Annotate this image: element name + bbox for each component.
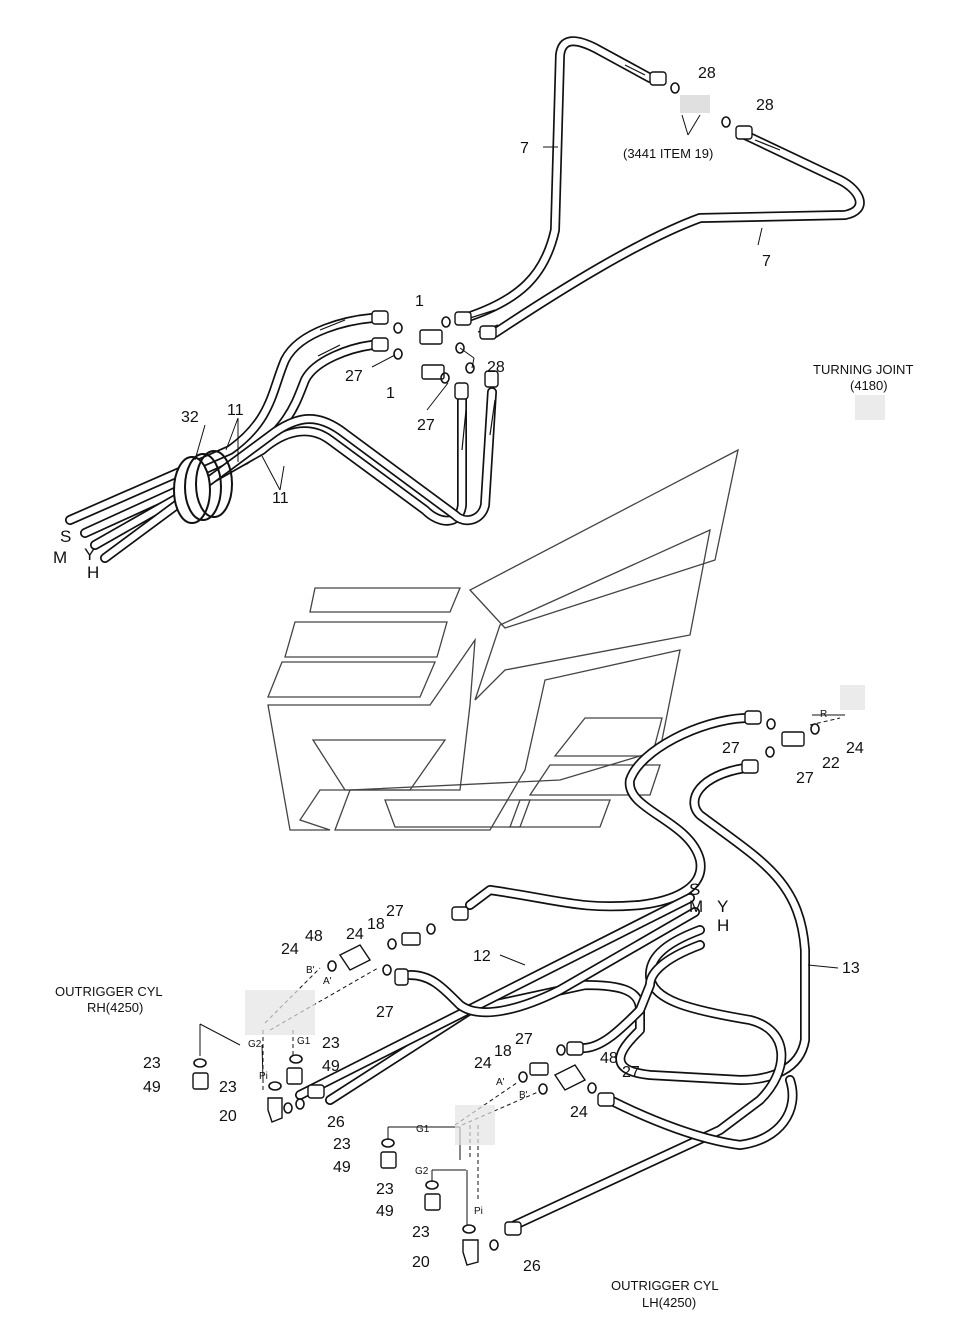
annotations: (3441 ITEM 19) TURNING JOINT (4180) OUTR…	[55, 146, 913, 1310]
label-27: 27	[515, 1031, 533, 1048]
label-24: 24	[474, 1055, 492, 1072]
lower-hose-group	[295, 713, 810, 1230]
letter-y: Y	[84, 545, 95, 564]
label-7: 7	[520, 140, 529, 157]
label-48: 48	[600, 1050, 618, 1067]
label-23: 23	[376, 1181, 394, 1198]
leader-lines	[194, 114, 845, 1225]
label-23: 23	[333, 1136, 351, 1153]
label-24: 24	[570, 1104, 588, 1121]
label-23: 23	[219, 1079, 237, 1096]
label-26: 26	[523, 1258, 541, 1275]
label-24: 24	[846, 740, 864, 757]
label-27: 27	[722, 740, 740, 757]
port-b-prime: B'	[306, 965, 315, 976]
port-g1: G1	[416, 1124, 430, 1135]
band-clamp-32	[173, 450, 233, 524]
label-1: 1	[415, 293, 424, 310]
label-49: 49	[376, 1203, 394, 1220]
label-32: 32	[181, 409, 199, 426]
item-reference-note: (3441 ITEM 19)	[623, 146, 713, 161]
upper-fittings	[371, 71, 753, 400]
outrigger-lh-code: LH(4250)	[642, 1295, 696, 1310]
label-7: 7	[762, 253, 771, 270]
letter-h: H	[717, 916, 729, 935]
lower-fittings	[192, 710, 820, 1266]
port-r: R	[820, 709, 827, 720]
label-28: 28	[698, 65, 716, 82]
port-b-prime: B'	[519, 1090, 528, 1101]
letter-h: H	[87, 563, 99, 582]
port-pi: Pi	[474, 1206, 483, 1217]
label-22: 22	[822, 755, 840, 772]
port-g2: G2	[248, 1039, 262, 1050]
label-20: 20	[412, 1254, 430, 1271]
label-23: 23	[412, 1224, 430, 1241]
label-48: 48	[305, 928, 323, 945]
letter-y: Y	[717, 897, 728, 916]
letter-s: S	[689, 880, 700, 899]
label-18: 18	[494, 1043, 512, 1060]
port-g2: G2	[415, 1166, 429, 1177]
outrigger-lh-title: OUTRIGGER CYL	[611, 1278, 719, 1293]
watermark-logo	[267, 448, 739, 831]
outrigger-rh-code: RH(4250)	[87, 1000, 143, 1015]
port-a-prime: A'	[496, 1077, 505, 1088]
port-g1: G1	[297, 1036, 311, 1047]
label-24: 24	[346, 926, 364, 943]
part-number-labels: 28 28 7 7 1 27 1 28 27 32 11 11 27 22 24…	[143, 65, 864, 1275]
label-27: 27	[376, 1004, 394, 1021]
line-letters: S M Y H S M Y H	[53, 527, 729, 935]
label-27: 27	[345, 368, 363, 385]
letter-m: M	[689, 897, 703, 916]
label-28: 28	[487, 359, 505, 376]
label-28: 28	[756, 97, 774, 114]
turning-joint-title: TURNING JOINT	[813, 362, 913, 377]
label-1: 1	[386, 385, 395, 402]
label-18: 18	[367, 916, 385, 933]
label-49: 49	[333, 1159, 351, 1176]
label-26: 26	[327, 1114, 345, 1131]
label-27: 27	[386, 903, 404, 920]
outrigger-rh-title: OUTRIGGER CYL	[55, 984, 163, 999]
port-pi: Pi	[259, 1071, 268, 1082]
port-labels: R B' A' G2 G1 Pi A' B' G1 G2 Pi	[248, 709, 827, 1217]
label-49: 49	[143, 1079, 161, 1096]
label-49: 49	[322, 1058, 340, 1075]
label-23: 23	[143, 1055, 161, 1072]
speckle-marks	[245, 95, 885, 1145]
label-27: 27	[796, 770, 814, 787]
upper-hose-group	[65, 36, 865, 563]
turning-joint-code: (4180)	[850, 378, 888, 393]
label-23: 23	[322, 1035, 340, 1052]
label-24: 24	[281, 941, 299, 958]
label-20: 20	[219, 1108, 237, 1125]
label-27: 27	[417, 417, 435, 434]
label-12: 12	[473, 948, 491, 965]
label-11: 11	[272, 490, 289, 507]
label-13: 13	[842, 960, 860, 977]
port-a-prime: A'	[323, 976, 332, 987]
letter-m: M	[53, 548, 67, 567]
letter-s: S	[60, 527, 71, 546]
label-11: 11	[227, 402, 244, 419]
label-27: 27	[622, 1064, 640, 1081]
